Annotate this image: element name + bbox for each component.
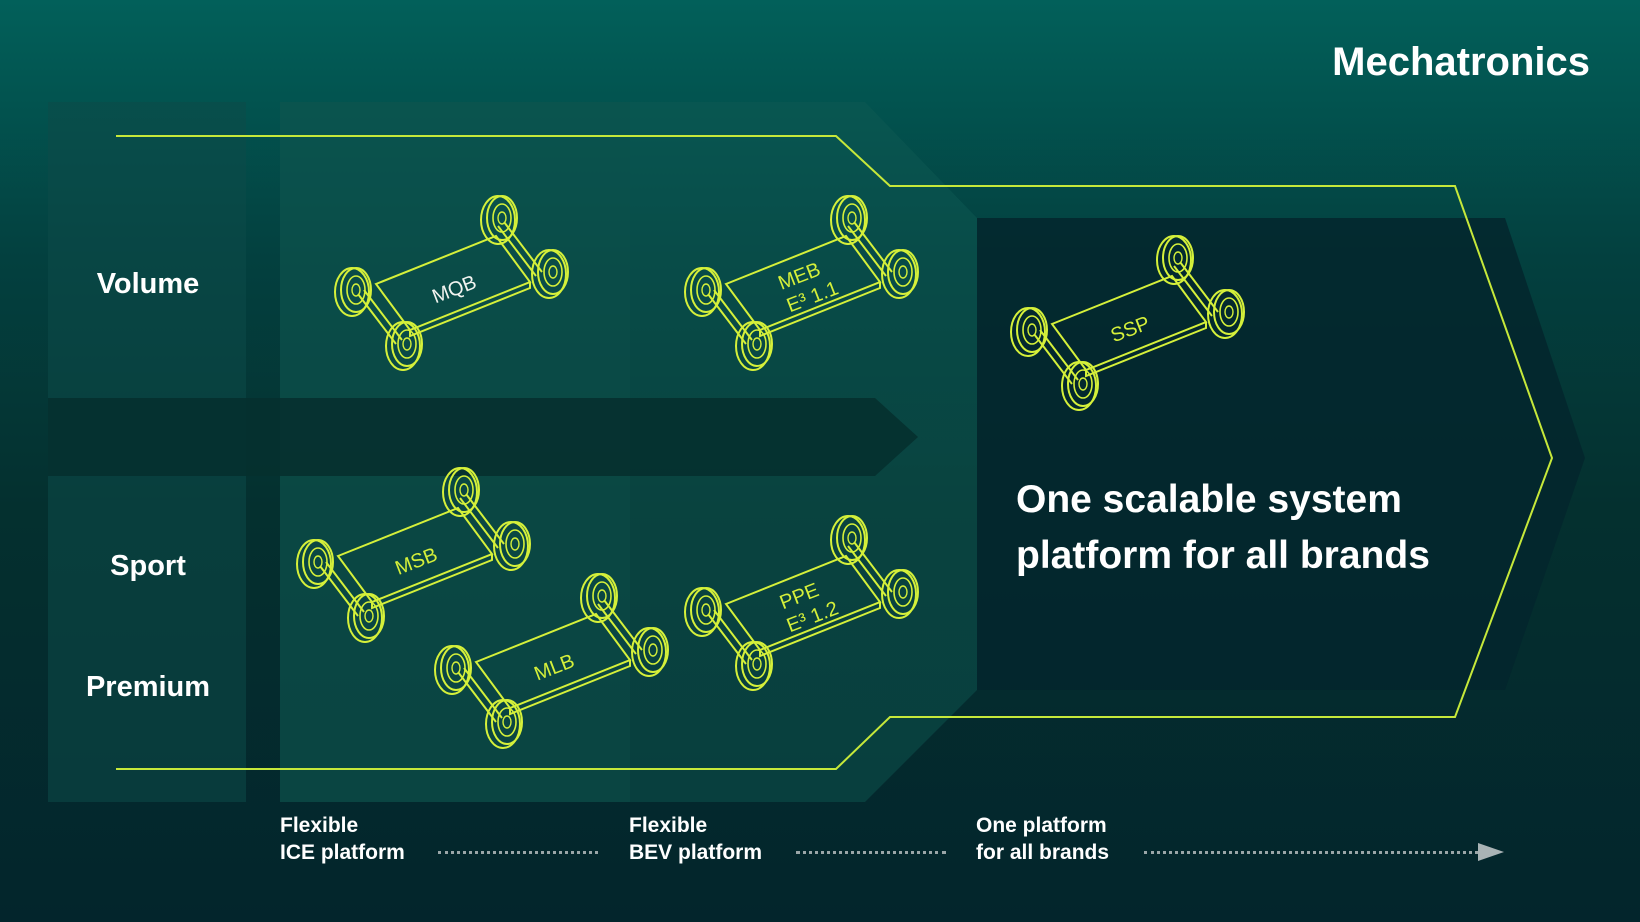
stage-bev-line-1: Flexible bbox=[629, 814, 708, 837]
stage-bev-line-2: BEV platform bbox=[629, 841, 763, 864]
headline-line-1: One scalable system bbox=[1016, 478, 1402, 521]
stage-label-bev: Flexible BEV platform bbox=[629, 812, 829, 866]
stage-ice-line-2: ICE platform bbox=[280, 841, 405, 864]
timeline-dots-1 bbox=[438, 851, 598, 854]
row-label-volume: Volume bbox=[96, 268, 200, 300]
page-title: Mechatronics bbox=[1332, 40, 1590, 84]
arrow-right-icon bbox=[1478, 843, 1504, 861]
stage-label-one: One platform for all brands bbox=[976, 812, 1176, 866]
timeline-dots-3 bbox=[1144, 851, 1478, 854]
row-label-sport: Sport bbox=[110, 550, 186, 582]
headline: One scalable system platform for all bra… bbox=[1016, 472, 1536, 584]
ssp-panel bbox=[977, 218, 1585, 690]
row-divider-band bbox=[48, 398, 918, 476]
stage-one-line-1: One platform bbox=[976, 814, 1107, 837]
stage-ice-line-1: Flexible bbox=[280, 814, 359, 837]
stage-label-ice: Flexible ICE platform bbox=[280, 812, 480, 866]
headline-line-2: platform for all brands bbox=[1016, 534, 1430, 577]
arrow-outline bbox=[116, 135, 1554, 770]
timeline-dots-2 bbox=[796, 851, 946, 854]
stage-one-line-2: for all brands bbox=[976, 841, 1110, 864]
row-label-premium: Premium bbox=[85, 671, 211, 703]
